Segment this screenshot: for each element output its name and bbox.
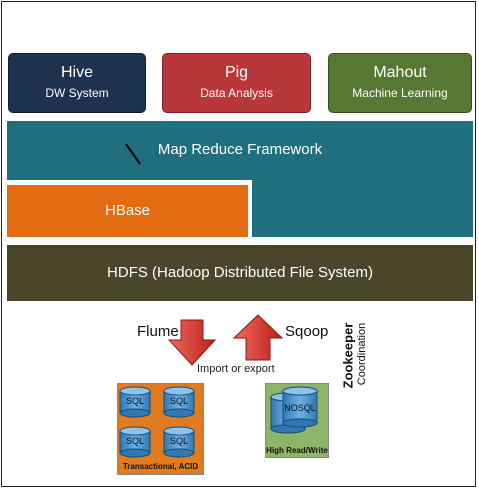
hbase-label: HBase <box>104 202 151 219</box>
import-export-label: Import or export <box>197 363 275 375</box>
sql-cylinders-icon <box>119 386 195 458</box>
mahout-box: Mahout Machine Learning <box>328 53 472 113</box>
hive-subtitle: DW System <box>45 86 109 100</box>
hdfs-label: HDFS (Hadoop Distributed File System) <box>107 264 373 281</box>
slash-mark <box>125 143 141 165</box>
sql-label-3: SQL <box>125 436 144 446</box>
sql-label-4: SQL <box>169 436 188 446</box>
sql-label-2: SQL <box>169 396 188 406</box>
pig-box: Pig Data Analysis <box>162 53 311 113</box>
sqoop-label: Sqoop <box>285 323 329 340</box>
nosql-cylinders-icon <box>270 386 318 434</box>
import-arrow-icon <box>168 319 217 366</box>
hive-box: Hive DW System <box>8 53 146 113</box>
mapreduce-label: Map Reduce Framework <box>157 141 323 158</box>
export-arrow-icon <box>232 314 284 361</box>
mahout-subtitle: Machine Learning <box>352 86 448 100</box>
zookeeper-title: Zookeeper <box>340 322 356 389</box>
hive-title: Hive <box>60 64 93 81</box>
flume-label: Flume <box>137 323 179 340</box>
zookeeper-subtitle: Coordination <box>356 322 368 386</box>
nosql-caption: High Read/Write <box>266 446 328 455</box>
nosql-label: NOSQL <box>284 403 316 413</box>
mahout-title: Mahout <box>373 64 427 81</box>
zookeeper-block: Zookeeper Coordination <box>332 318 369 398</box>
rdbms-caption: Transactional, ACID <box>122 462 199 471</box>
pig-subtitle: Data Analysis <box>200 86 273 100</box>
pig-title: Pig <box>224 64 249 81</box>
hdfs-box: HDFS (Hadoop Distributed File System) <box>7 245 473 301</box>
sql-label-1: SQL <box>125 396 144 406</box>
hbase-box: HBase <box>7 185 248 237</box>
